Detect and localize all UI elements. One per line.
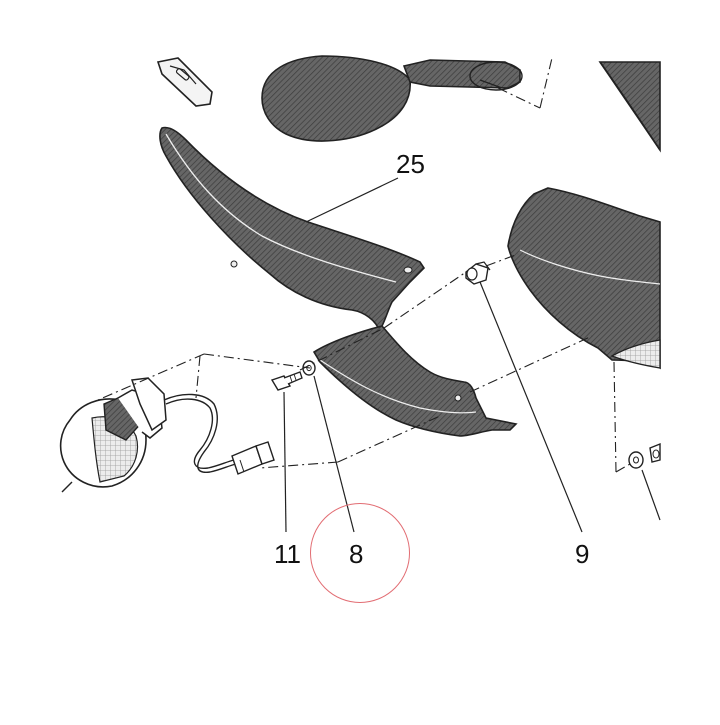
leader-11 (283, 391, 287, 533)
callout-25: 25 (396, 149, 425, 179)
lower-fin (312, 325, 518, 437)
screw-icon (270, 371, 303, 391)
highlight-circle (310, 503, 410, 603)
callout-11: 11 (274, 539, 301, 569)
washer-icon (302, 360, 316, 376)
side-fairing-right (507, 187, 661, 370)
mirror-part (261, 55, 523, 142)
right-washer-icon (628, 442, 661, 469)
mirror-centerlines (497, 57, 553, 109)
bracket-part (156, 57, 213, 107)
leader-25 (305, 177, 399, 223)
leader-right (641, 469, 661, 521)
fairing-top-right (598, 61, 661, 153)
assembly-centerlines (97, 253, 631, 473)
turn-signal-cable (163, 393, 237, 473)
turn-signal-icon (59, 377, 167, 493)
leader-lines (283, 177, 661, 533)
callout-9: 9 (575, 539, 590, 569)
fairing-panel (159, 126, 426, 335)
spacer-icon (465, 261, 491, 285)
leader-9 (479, 281, 583, 533)
connector-icon (231, 441, 275, 475)
